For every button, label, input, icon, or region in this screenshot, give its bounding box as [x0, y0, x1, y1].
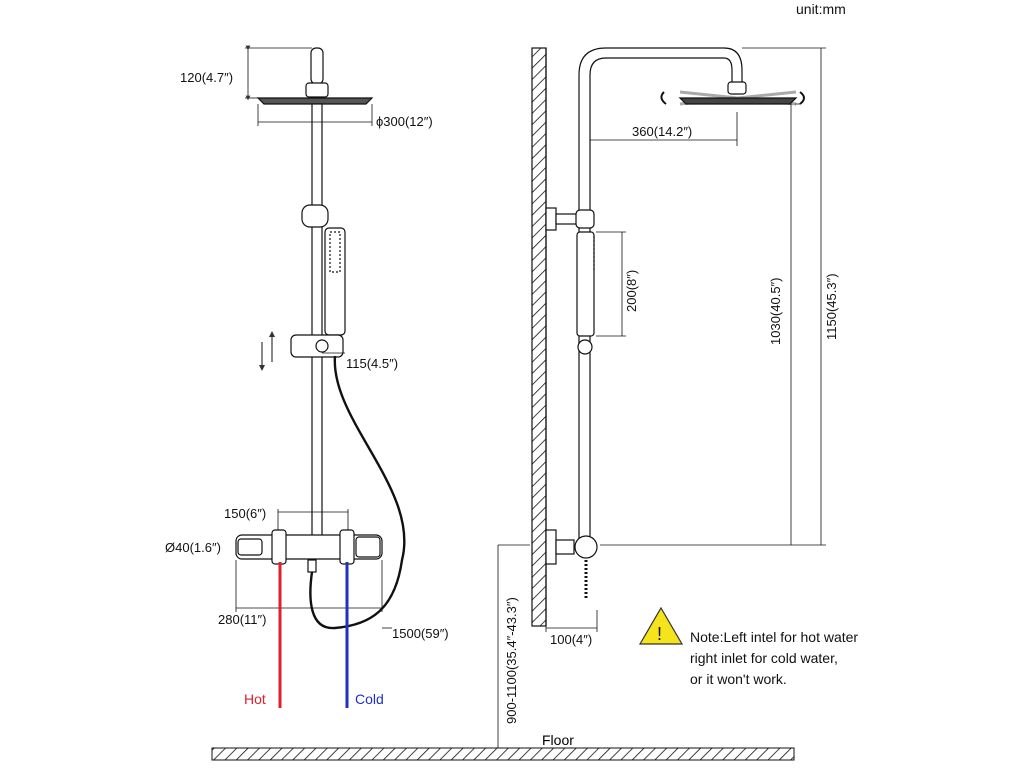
note-line2: right inlet for cold water, — [690, 650, 838, 666]
floor-hatch — [211, 747, 795, 761]
front-slide-holder — [290, 334, 344, 358]
side-overhead-arm — [589, 57, 733, 545]
dim-total-height: 1150(45.3″) — [824, 273, 839, 340]
wall-hatch — [531, 47, 547, 627]
cold-label: Cold — [355, 691, 384, 707]
svg-text:!: ! — [657, 624, 662, 644]
hot-label: Hot — [244, 691, 266, 707]
dim-head-height: 120(4.7″) — [180, 70, 233, 85]
dim-hose-length: 1500(59″) — [392, 626, 449, 641]
dim-wall-offset: 100(4″) — [550, 632, 592, 647]
rotate-left-icon — [660, 91, 667, 105]
warning-icon: ! — [638, 606, 684, 645]
dim-body-width: 280(11″) — [218, 612, 266, 627]
dim-head-diameter: ϕ300(12″) — [376, 114, 433, 129]
dim-inlet-spacing: 150(6″) — [224, 506, 266, 521]
side-view — [497, 47, 826, 748]
front-arm-top — [310, 47, 324, 85]
dim-arm-reach: 360(14.2″) — [632, 124, 692, 139]
front-riser-pipe — [311, 103, 323, 545]
rotate-right-icon — [799, 91, 805, 105]
unit-label: unit:mm — [796, 1, 846, 17]
front-shower-head — [256, 97, 374, 105]
dim-slide-range: 115(4.5″) — [346, 356, 398, 371]
note-line1: Note:Left intel for hot water — [690, 629, 858, 645]
side-shower-head — [678, 97, 798, 105]
floor-label: Floor — [542, 732, 574, 748]
side-handheld — [576, 231, 595, 337]
front-view — [235, 45, 406, 630]
front-upper-bracket — [301, 204, 329, 228]
dim-column-height: 1030(40.5″) — [768, 278, 783, 345]
dim-body-diameter: Ø40(1.6″) — [165, 540, 221, 555]
side-diverter — [574, 535, 598, 559]
side-wall-bracket — [575, 209, 595, 229]
note-line3: or it won't work. — [690, 671, 787, 687]
dim-handheld-length: 200(8″) — [624, 270, 639, 312]
front-hose — [309, 355, 406, 630]
dim-mount-height: 900-1100(35.4″-43.3″) — [504, 597, 519, 724]
